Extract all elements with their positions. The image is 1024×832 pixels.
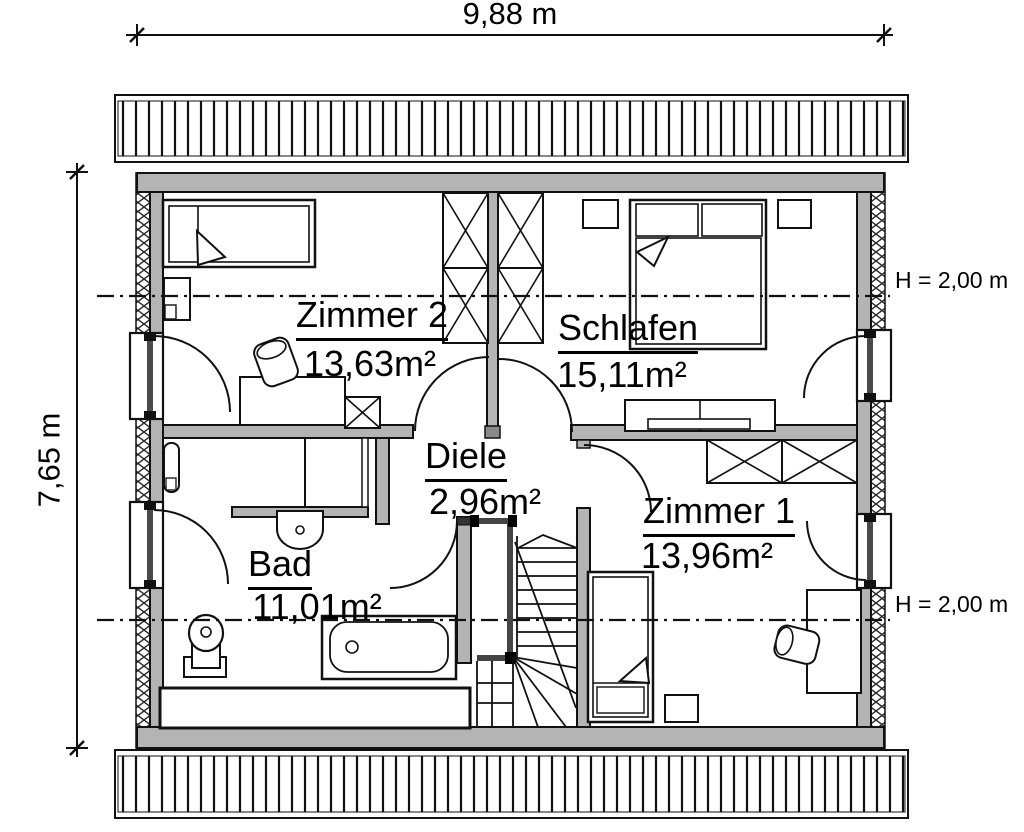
height-marker-upper-label: H = 2,00 m [895,267,1009,293]
door-swing-arcs [153,335,867,589]
window-swing-arc [153,335,231,413]
dimension-line-left [66,163,88,757]
roof-overhang-bottom [114,749,909,819]
room-area-zimmer2: 13,63m² [303,343,437,384]
staircase [476,534,578,728]
nightstand-icon [664,694,699,723]
window-swing-arc [806,520,867,581]
bathtub-icon [320,614,458,681]
roof-overhang-top [114,94,909,163]
room-label-bad: Bad [247,543,313,590]
room-area-diele: 2,96m² [428,481,542,522]
height-dimension-label: 7,65 m [31,412,67,508]
single-bed-icon [586,570,655,724]
room-label-diele: Diele [424,435,508,482]
office-chair-icon [253,336,299,388]
desk-icon [239,376,346,426]
nightstand-icon [582,199,619,229]
room-area-zimmer1: 13,96m² [640,535,774,576]
room-area-schlafen: 15,11m² [557,354,687,395]
window-swing-arc [153,509,229,585]
room-label-zimmer1: Zimmer 1 [643,490,795,537]
crossed-box-icon [344,396,381,429]
window [855,512,893,590]
room-name: Bad [247,543,313,590]
door-swing-arc [583,444,652,513]
nightstand-icon [777,199,812,229]
nightstand-icon [163,277,191,321]
exterior-walls [135,172,886,749]
wardrobe-icon [706,439,858,484]
room-name: Schlafen [557,307,699,354]
width-dimension-label: 9,88 m [462,0,558,31]
dresser-icon [624,399,776,432]
shower-partition [304,437,369,508]
height-marker-lines [97,294,890,622]
height-marker-lower-label: H = 2,00 m [895,591,1009,617]
double-bed-icon [628,198,768,351]
room-name: Zimmer 2 [296,294,448,341]
door-swing-arc [498,358,573,433]
toilet-icon [183,613,227,678]
window [128,331,165,421]
radiator-icon [163,442,180,493]
room-label-schlafen: Schlafen [557,307,699,354]
knee-wall-storage [158,686,472,730]
sink-icon [276,510,324,550]
wardrobe-icon [442,192,489,344]
wardrobe-icon [497,192,544,344]
window [128,500,165,590]
window [855,328,893,403]
room-name: Zimmer 1 [643,490,795,537]
room-label-zimmer2: Zimmer 2 [296,294,448,341]
dimension-line-top [126,24,893,46]
single-bed-icon [161,198,317,269]
door-swing-arc [389,520,458,589]
room-name: Diele [424,435,508,482]
stair-railing [470,515,517,664]
room-area-bad: 11,01m² [252,586,382,627]
office-chair-icon [773,624,821,665]
window-swing-arc [803,335,867,399]
door-swing-arc [414,356,490,432]
